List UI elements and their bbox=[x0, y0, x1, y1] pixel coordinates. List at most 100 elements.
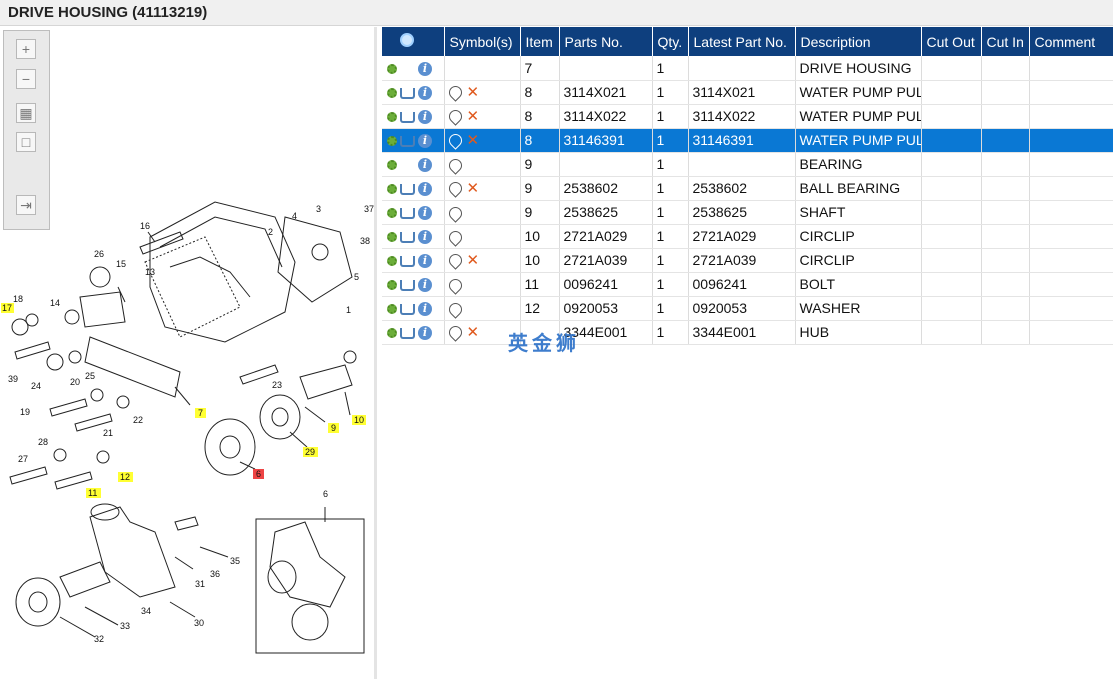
info-icon[interactable]: i bbox=[418, 230, 432, 245]
pin-icon[interactable] bbox=[445, 82, 465, 102]
callout-14[interactable]: 14 bbox=[50, 298, 60, 308]
column-header-item[interactable]: Item bbox=[520, 27, 560, 56]
column-header-comment[interactable]: Comment bbox=[1029, 27, 1113, 56]
gear-icon[interactable] bbox=[387, 304, 397, 315]
callout-28[interactable]: 28 bbox=[38, 437, 48, 447]
callout-1[interactable]: 1 bbox=[346, 305, 351, 315]
info-icon[interactable]: i bbox=[418, 86, 432, 101]
pin-icon[interactable] bbox=[445, 204, 465, 223]
pin-icon[interactable] bbox=[445, 130, 465, 150]
gear-icon[interactable] bbox=[387, 256, 397, 267]
column-header-symbols[interactable]: Symbol(s) bbox=[444, 27, 521, 56]
pin-icon[interactable] bbox=[445, 250, 465, 270]
pin-icon[interactable] bbox=[445, 322, 465, 342]
zoom-in-button[interactable]: + bbox=[16, 39, 36, 59]
cart-icon[interactable] bbox=[400, 207, 415, 219]
cart-icon[interactable] bbox=[400, 279, 415, 291]
cart-icon[interactable] bbox=[400, 183, 415, 195]
exploded-parts-diagram[interactable]: 16 13 2 4 3 37 38 5 1 26 15 18 17 14 39 … bbox=[0, 177, 375, 657]
column-header-search[interactable] bbox=[382, 27, 445, 56]
callout-4[interactable]: 4 bbox=[292, 211, 297, 221]
callout-11[interactable]: 11 bbox=[88, 488, 97, 498]
pin-icon[interactable] bbox=[445, 156, 465, 175]
info-icon[interactable]: i bbox=[418, 278, 432, 293]
cart-icon[interactable] bbox=[400, 231, 415, 243]
gear-icon[interactable] bbox=[387, 328, 397, 339]
callout-9[interactable]: 9 bbox=[331, 423, 336, 433]
callout-25[interactable]: 25 bbox=[85, 371, 95, 381]
pin-icon[interactable] bbox=[445, 276, 465, 295]
callout-12[interactable]: 12 bbox=[120, 472, 130, 482]
column-header-cut-in[interactable]: Cut In bbox=[981, 27, 1030, 56]
actual-size-button[interactable]: □ bbox=[16, 132, 36, 152]
pin-icon[interactable] bbox=[445, 228, 465, 247]
column-header-parts-no[interactable]: Parts No. bbox=[559, 27, 653, 56]
callout-13[interactable]: 13 bbox=[145, 267, 155, 277]
gear-icon[interactable] bbox=[387, 112, 397, 123]
info-icon[interactable]: i bbox=[418, 182, 432, 197]
cart-icon[interactable] bbox=[400, 303, 415, 315]
fit-button[interactable]: ▦ bbox=[16, 103, 36, 123]
column-header-latest-part-no[interactable]: Latest Part No. bbox=[688, 27, 796, 56]
column-header-description[interactable]: Description bbox=[795, 27, 922, 56]
info-icon[interactable]: i bbox=[418, 158, 432, 173]
close-icon[interactable]: ✕ bbox=[466, 132, 480, 150]
callout-7[interactable]: 7 bbox=[198, 408, 203, 418]
export-button[interactable]: ⇥ bbox=[16, 195, 36, 215]
close-icon[interactable]: ✕ bbox=[466, 324, 480, 342]
callout-29[interactable]: 29 bbox=[305, 447, 315, 457]
info-icon[interactable]: i bbox=[418, 254, 432, 269]
callout-10[interactable]: 10 bbox=[354, 415, 364, 425]
pin-icon[interactable] bbox=[445, 178, 465, 198]
callout-5[interactable]: 5 bbox=[354, 272, 359, 282]
cart-icon[interactable] bbox=[400, 327, 415, 339]
cart-icon[interactable] bbox=[400, 135, 415, 147]
column-header-qty[interactable]: Qty. bbox=[652, 27, 689, 56]
info-icon[interactable]: i bbox=[418, 134, 432, 149]
callout-33[interactable]: 33 bbox=[120, 621, 130, 631]
callout-39[interactable]: 39 bbox=[8, 374, 18, 384]
gear-icon[interactable] bbox=[387, 160, 397, 171]
gear-icon[interactable] bbox=[387, 280, 397, 291]
gear-icon[interactable] bbox=[387, 88, 397, 99]
callout-31[interactable]: 31 bbox=[195, 579, 205, 589]
gear-icon[interactable] bbox=[387, 184, 397, 195]
callout-15[interactable]: 15 bbox=[116, 259, 126, 269]
callout-17[interactable]: 17 bbox=[2, 303, 12, 313]
pin-icon[interactable] bbox=[445, 106, 465, 126]
gear-icon[interactable] bbox=[387, 208, 397, 219]
callout-19[interactable]: 19 bbox=[20, 407, 30, 417]
column-header-cut-out[interactable]: Cut Out bbox=[921, 27, 982, 56]
callout-35[interactable]: 35 bbox=[230, 556, 240, 566]
callout-16[interactable]: 16 bbox=[140, 221, 150, 231]
callout-34[interactable]: 34 bbox=[141, 606, 151, 616]
callout-6[interactable]: 6 bbox=[323, 489, 328, 499]
zoom-out-button[interactable]: − bbox=[16, 69, 36, 89]
callout-3[interactable]: 3 bbox=[316, 204, 321, 214]
gear-icon[interactable] bbox=[387, 63, 397, 74]
info-icon[interactable]: i bbox=[418, 302, 432, 317]
gear-icon[interactable] bbox=[387, 232, 397, 243]
info-icon[interactable]: i bbox=[418, 110, 432, 125]
close-icon[interactable]: ✕ bbox=[466, 180, 480, 198]
info-icon[interactable]: i bbox=[418, 61, 432, 76]
callout-37[interactable]: 37 bbox=[364, 204, 374, 214]
callout-6-highlight[interactable]: 6 bbox=[256, 469, 261, 479]
callout-18[interactable]: 18 bbox=[13, 294, 23, 304]
callout-23[interactable]: 23 bbox=[272, 380, 282, 390]
cart-icon[interactable] bbox=[400, 111, 415, 123]
callout-26[interactable]: 26 bbox=[94, 249, 104, 259]
close-icon[interactable]: ✕ bbox=[466, 252, 480, 270]
callout-27[interactable]: 27 bbox=[18, 454, 28, 464]
pin-icon[interactable] bbox=[445, 300, 465, 319]
